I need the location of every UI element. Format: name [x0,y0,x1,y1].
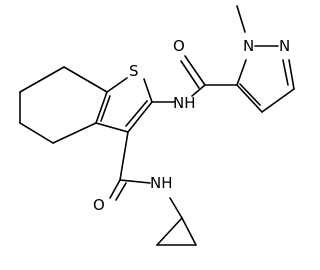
bond [119,179,151,184]
bond [100,95,111,122]
methyl-nitrogen-label: N [243,37,254,55]
bond [19,66,65,93]
amide-nh-label-bottom: NH [150,174,173,192]
atom-labels: S NH O N N O NH [93,37,290,214]
bond [261,88,295,113]
bond-lines [19,5,295,246]
sulfur-atom-label: S [129,62,139,80]
bond [63,66,108,93]
molecule-structure: S NH O N N O NH [19,5,295,246]
bond [125,100,148,127]
bond [95,122,129,133]
bond [119,131,129,181]
bond [109,179,121,199]
bond [156,217,183,246]
bond [127,101,153,133]
bond [52,122,97,144]
bond [239,83,261,106]
bond [236,5,246,33]
amide-nh-label-top: NH [173,94,196,112]
bond [106,77,128,93]
bond [236,59,247,86]
bond [115,182,127,201]
bond [181,217,197,246]
carbonyl-oxygen-label-top: O [173,37,185,55]
bond [143,78,153,103]
carbonyl-oxygen-label-bottom: O [93,196,105,214]
bond [169,197,183,219]
bond [19,122,54,144]
bond [288,59,295,90]
bond [191,84,206,97]
bond [184,55,206,86]
bond [180,60,200,89]
bond [95,91,108,124]
pyrazole-nitrogen-label: N [279,37,290,55]
bond [236,84,263,113]
bond [282,59,289,86]
